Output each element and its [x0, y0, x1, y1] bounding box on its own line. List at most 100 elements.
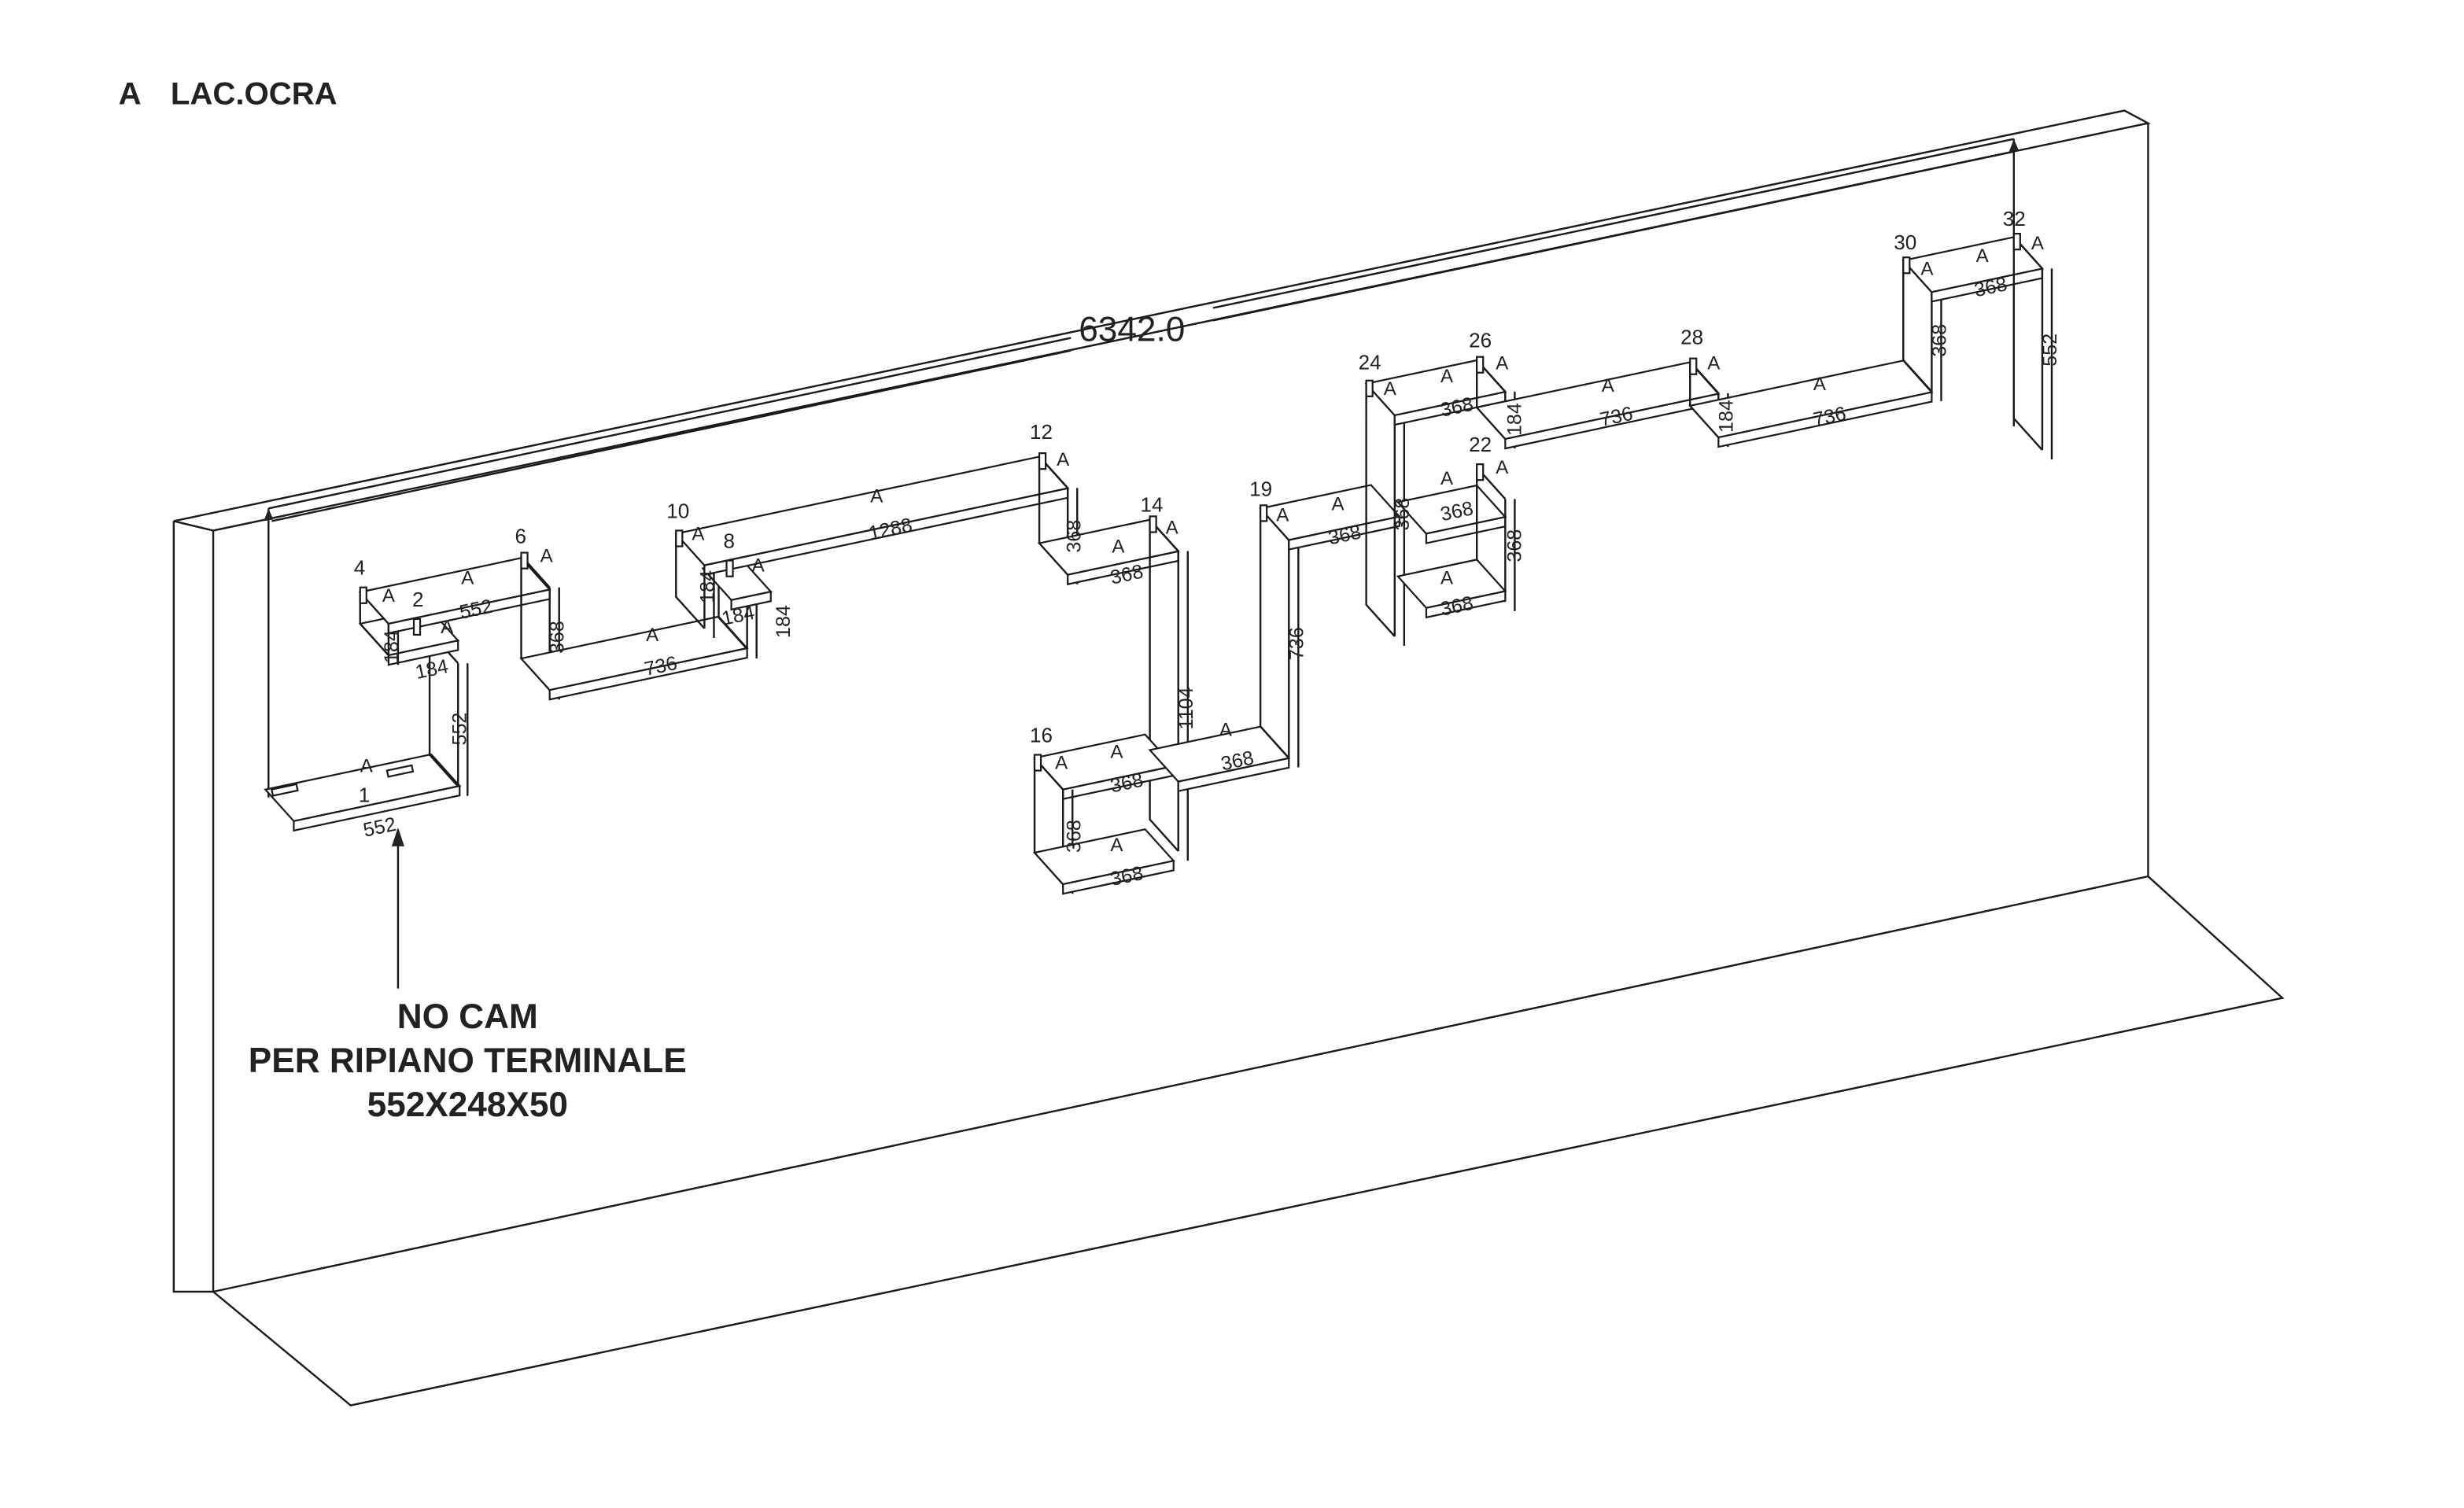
cam-slot [1365, 379, 1374, 397]
cam-slot [1033, 754, 1042, 772]
panel-label: A [646, 625, 659, 646]
note-line-3: 552X248X50 [367, 1086, 568, 1124]
horizontal-shelf [1037, 518, 1180, 586]
panel-finish-labels: A A A A A A A A A A A A A A A A A A A A A A A A A A A A A A [360, 233, 2045, 856]
dim-label: 184 [696, 570, 718, 603]
panel-label: A [1219, 719, 1233, 740]
dim-label: 184 [1715, 400, 1737, 433]
dim-label: 368 [1503, 529, 1525, 562]
panel-label: A [1276, 504, 1289, 525]
panel-label: A [1057, 449, 1070, 470]
cam-slot [1902, 256, 1911, 275]
cam-slot [1149, 515, 1157, 533]
cam-slot [1260, 504, 1268, 522]
dimension-labels: 552 552 184 184 552 368 736 184 184 184 … [361, 273, 2061, 890]
dim-label: 368 [1063, 520, 1085, 553]
panel-label: A [540, 546, 554, 567]
overall-dimension-value: 6342.0 [1079, 311, 1185, 349]
panel-label: A [2031, 233, 2045, 254]
part-number: 32 [2003, 207, 2026, 230]
cam-slot [271, 783, 299, 797]
dim-label: 1104 [1175, 687, 1197, 729]
horizontal-shelf [1688, 359, 1934, 448]
panel-label: A [1440, 366, 1454, 387]
horizontal-shelf [1032, 828, 1175, 895]
cam-slot [359, 586, 367, 604]
cam-slot [1476, 356, 1485, 374]
panel-label: A [1166, 517, 1179, 538]
panel-label: A [1055, 753, 1068, 774]
panel-label: A [461, 568, 474, 589]
panel-label: A [1496, 457, 1509, 478]
dim-label: 552 [2039, 334, 2061, 367]
cam-slot [520, 551, 529, 570]
panel-label: A [752, 555, 765, 577]
dim-label: 552 [448, 713, 470, 746]
part-number: 28 [1680, 326, 1703, 349]
dim-label: 184 [773, 605, 795, 638]
part-number: 1 [359, 783, 371, 807]
panel-label: A [1110, 835, 1123, 856]
overall-dimension-line [264, 138, 2019, 798]
panel-label: A [360, 756, 374, 777]
dim-label: 184 [720, 602, 757, 630]
horizontal-shelf [1396, 484, 1507, 544]
panel-label: A [382, 585, 396, 607]
part-number: 12 [1030, 420, 1053, 444]
dim-label: 736 [1285, 627, 1308, 660]
panel-label: A [441, 617, 454, 638]
cam-slot [1476, 463, 1485, 481]
floor [212, 876, 2285, 1407]
part-number: 10 [666, 499, 689, 522]
part-number: 22 [1469, 433, 1492, 456]
part-number: 6 [515, 525, 527, 548]
horizontal-shelf [1148, 725, 1291, 793]
part-number: 26 [1469, 329, 1492, 352]
cam-slot [1689, 357, 1698, 375]
panel-label: A [1440, 568, 1454, 589]
part-number: 14 [1141, 492, 1164, 516]
finish-code: A [119, 76, 142, 111]
panel-label: A [1496, 353, 1509, 374]
panel-label: A [1707, 353, 1721, 374]
panel-label: A [692, 524, 705, 545]
vertical-panel [2012, 236, 2053, 460]
panel-label: A [1920, 258, 1934, 279]
cam-slot [725, 559, 734, 577]
panel-label: A [1602, 375, 1615, 396]
panel-label: A [1440, 468, 1454, 489]
panel-label: A [1976, 245, 1990, 267]
panel-label: A [870, 485, 883, 507]
note-line-2: PER RIPIANO TERMINALE [249, 1042, 687, 1080]
note-arrow [391, 827, 404, 989]
dim-label: 184 [1503, 403, 1525, 436]
dim-label: 184 [381, 630, 403, 663]
finish-name: LAC.OCRA [171, 76, 338, 111]
cam-slot [412, 618, 422, 636]
horizontal-shelf [519, 615, 749, 701]
shelf-boards [264, 232, 2053, 895]
panel-label: A [1110, 742, 1123, 763]
dim-label: 368 [1928, 324, 1950, 357]
dim-label: 368 [547, 621, 569, 654]
horizontal-shelf [674, 455, 1070, 577]
cam-slot [1038, 452, 1047, 470]
horizontal-shelf [1396, 559, 1507, 619]
part-number: 2 [412, 588, 424, 611]
cam-slot [675, 529, 684, 548]
part-number: 16 [1030, 723, 1053, 747]
part-number: 19 [1249, 477, 1272, 500]
dim-label: 552 [361, 813, 398, 842]
part-numbers: 1 2 4 6 8 10 12 14 16 19 22 24 26 28 30 … [354, 207, 2026, 807]
part-number: 8 [724, 529, 736, 553]
panel-label: A [1384, 378, 1397, 400]
panel-label: A [1813, 374, 1827, 395]
panel-label: A [1112, 536, 1125, 558]
cam-slot [385, 764, 415, 778]
panel-label: A [1331, 493, 1345, 514]
dim-label: 368 [1392, 498, 1414, 531]
note-line-1: NO CAM [397, 997, 538, 1036]
dim-label: 368 [1063, 820, 1085, 853]
part-number: 24 [1359, 351, 1381, 374]
